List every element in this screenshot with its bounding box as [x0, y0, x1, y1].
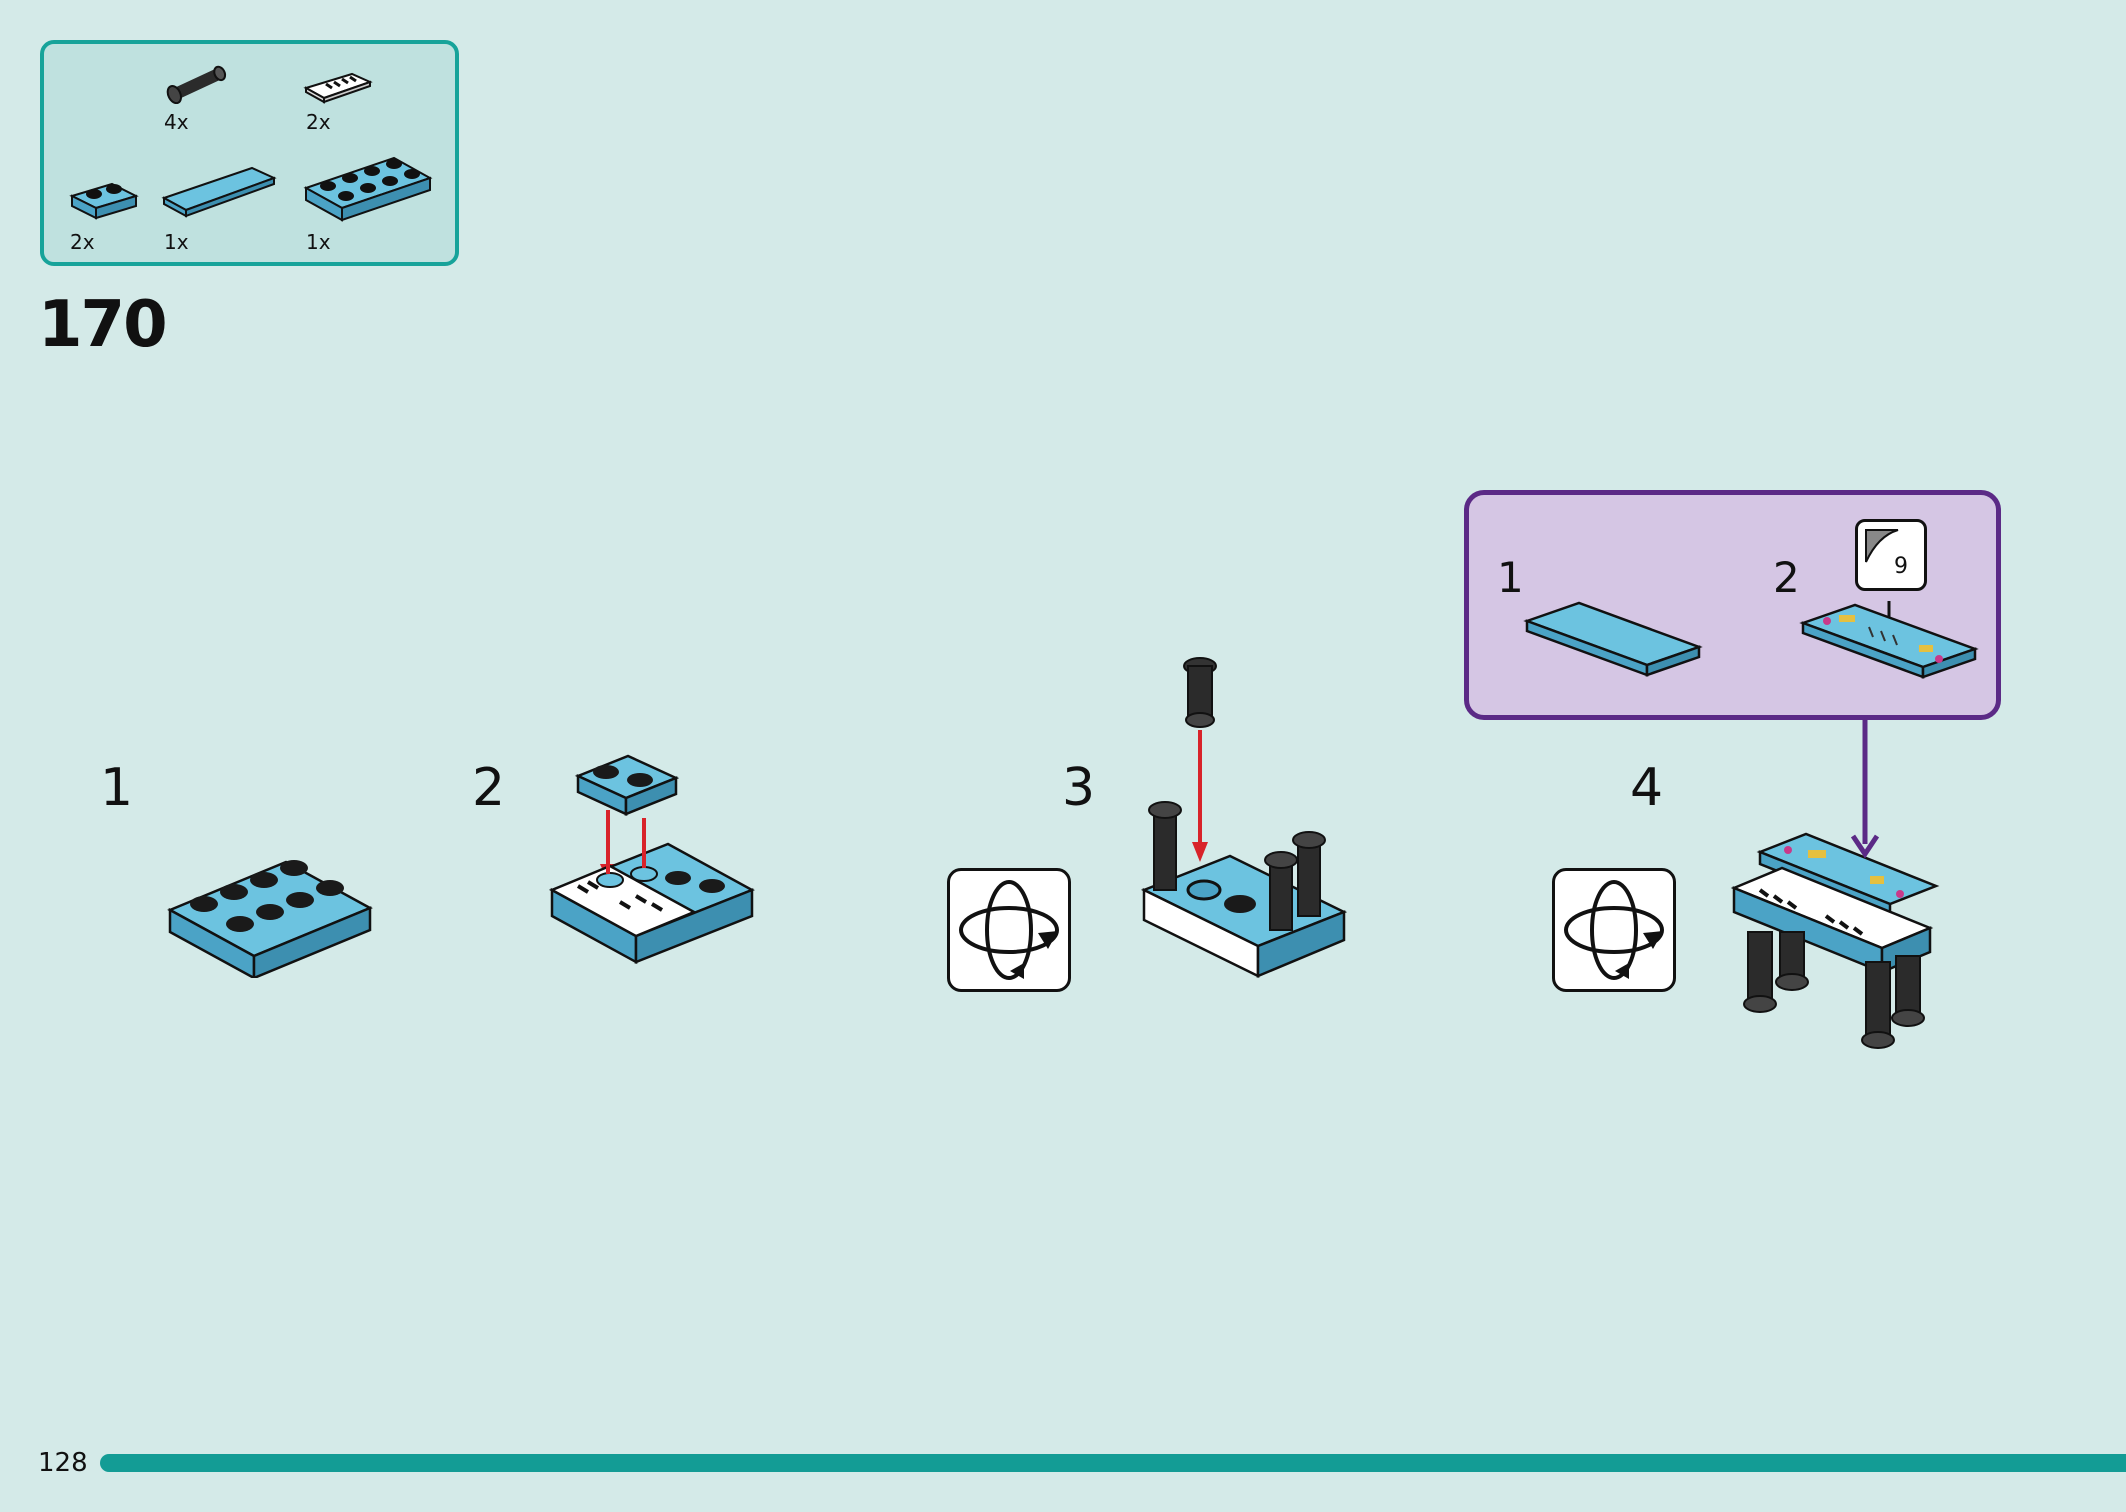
substep-4-illustration — [1730, 832, 1940, 1052]
substep-2-illustration — [548, 752, 758, 982]
part-qty: 1x — [306, 230, 331, 254]
white-piano-tile-icon — [302, 66, 374, 106]
parts-list-box: 4x 2x 2x 1x — [40, 40, 459, 266]
substep-number: 4 — [1630, 758, 1664, 818]
rotate-model-icon — [1552, 868, 1676, 992]
blue-tile-1x6-icon — [1523, 599, 1703, 679]
substep-number: 3 — [1062, 758, 1096, 818]
callout-step-number: 1 — [1497, 553, 1524, 602]
progress-bar — [100, 1454, 2126, 1472]
callout-arrow-icon — [1850, 720, 1880, 862]
rotate-model-icon — [947, 868, 1071, 992]
sub-assembly-callout: 1 2 9 — [1464, 490, 2001, 720]
step-number: 170 — [38, 288, 168, 362]
callout-step-number: 2 — [1773, 553, 1800, 602]
part-qty: 1x — [164, 230, 189, 254]
blue-plate-2x4-icon — [302, 148, 434, 228]
substep-number: 2 — [472, 758, 506, 818]
page-number: 128 — [38, 1448, 88, 1478]
part-qty: 2x — [306, 110, 331, 134]
substep-number: 1 — [100, 758, 134, 818]
substep-3-illustration — [1140, 650, 1350, 980]
blue-tile-1x6-icon — [160, 162, 280, 222]
black-round-bar-icon — [162, 64, 232, 104]
part-qty: 2x — [70, 230, 95, 254]
sticker-number: 9 — [1894, 554, 1908, 579]
blue-plate-1x2-icon — [68, 174, 140, 222]
printed-control-tile-icon — [1799, 601, 1979, 681]
sticker-icon: 9 — [1855, 519, 1927, 591]
part-qty: 4x — [164, 110, 189, 134]
substep-1-illustration — [166, 858, 376, 978]
